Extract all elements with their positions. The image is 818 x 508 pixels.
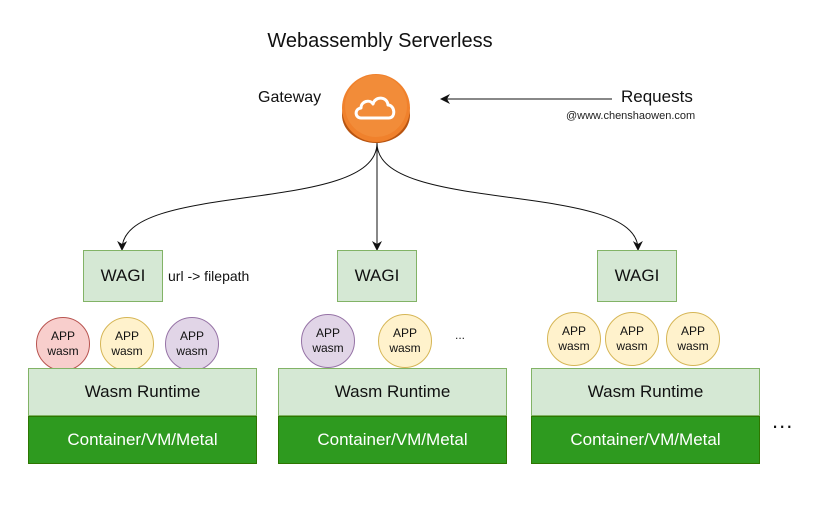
gateway-to-wagi-3 bbox=[376, 142, 643, 251]
app-label: APP bbox=[50, 329, 75, 343]
app-label: wasm bbox=[312, 341, 344, 355]
wasm-runtime-3: Wasm Runtime bbox=[531, 368, 760, 416]
app-wasm-1-2: APP wasm bbox=[100, 317, 154, 371]
more-nodes-ellipsis: ... bbox=[772, 408, 794, 433]
app-label: wasm bbox=[558, 339, 590, 353]
wasm-runtime-2: Wasm Runtime bbox=[278, 368, 507, 416]
app-wasm-3-3: APP wasm bbox=[666, 312, 720, 366]
wagi-box-1: WAGI bbox=[83, 250, 163, 302]
app-label: APP bbox=[561, 324, 586, 338]
app-label: wasm bbox=[616, 339, 648, 353]
container-vm-metal-3: Container/VM/Metal bbox=[531, 416, 760, 464]
app-wasm-2-2: APP wasm bbox=[378, 314, 432, 368]
app-label: APP bbox=[619, 324, 644, 338]
app-label: APP bbox=[315, 326, 340, 340]
watermark: @www.chenshaowen.com bbox=[566, 110, 696, 122]
requests-label: Requests bbox=[621, 87, 693, 106]
app-wasm-2-1: APP wasm bbox=[301, 314, 355, 368]
app-label: APP bbox=[179, 329, 204, 343]
gateway-label: Gateway bbox=[258, 89, 322, 106]
wasm-runtime-1: Wasm Runtime bbox=[28, 368, 257, 416]
app-label: APP bbox=[680, 324, 705, 338]
app-label: APP bbox=[114, 329, 139, 343]
container-vm-metal-1: Container/VM/Metal bbox=[28, 416, 257, 464]
app-wasm-3-2: APP wasm bbox=[605, 312, 659, 366]
wagi-box-2: WAGI bbox=[337, 250, 417, 302]
wagi-note: url -> filepath bbox=[168, 268, 250, 284]
app-label: wasm bbox=[677, 339, 709, 353]
more-apps-ellipsis: ... bbox=[455, 328, 466, 342]
diagram-title: Webassembly Serverless bbox=[267, 30, 493, 52]
app-label: wasm bbox=[176, 344, 208, 358]
app-label: APP bbox=[392, 326, 417, 340]
container-vm-metal-2: Container/VM/Metal bbox=[278, 416, 507, 464]
app-label: wasm bbox=[47, 344, 79, 358]
cloud-icon bbox=[342, 74, 410, 143]
app-label: wasm bbox=[111, 344, 143, 358]
app-wasm-1-1: APP wasm bbox=[36, 317, 90, 371]
gateway-to-wagi-1 bbox=[117, 142, 378, 251]
wagi-box-3: WAGI bbox=[597, 250, 677, 302]
app-label: wasm bbox=[389, 341, 421, 355]
app-wasm-1-3: APP wasm bbox=[165, 317, 219, 371]
app-wasm-3-1: APP wasm bbox=[547, 312, 601, 366]
